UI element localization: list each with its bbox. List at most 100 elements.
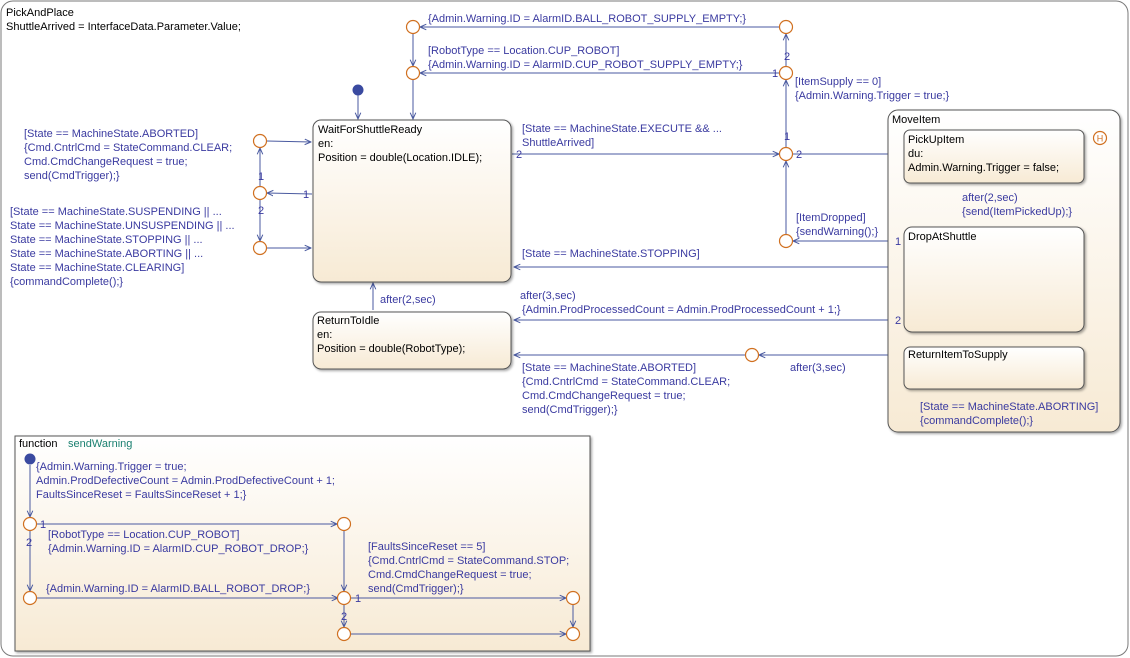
order-number: 1 xyxy=(772,68,778,80)
label-exec-cond-1: [State == MachineState.EXECUTE && ... xyxy=(522,123,722,135)
order-number: 1 xyxy=(895,236,901,248)
wait-state-line1: en: xyxy=(318,138,333,150)
fn-label-faults-act2: Cmd.CmdChangeRequest = true; xyxy=(368,569,532,581)
label-aborted2-act2: Cmd.CmdChangeRequest = true; xyxy=(522,390,686,402)
label-aborted2-cond: [State == MachineState.ABORTED] xyxy=(522,362,696,374)
function-send-warning-box[interactable] xyxy=(14,435,591,652)
label-picked-act: {send(ItemPickedUp);} xyxy=(962,206,1072,218)
junction-icon[interactable] xyxy=(252,185,268,201)
transition-aborted-wait[interactable] xyxy=(266,141,311,142)
wait-state-line2: Position = double(Location.IDLE); xyxy=(318,152,482,164)
junction-icon[interactable] xyxy=(778,19,794,35)
junction-icon[interactable] xyxy=(336,590,352,606)
label-susp-6: {commandComplete();} xyxy=(10,276,123,288)
fn-label-cup-act: {Admin.Warning.ID = AlarmID.CUP_ROBOT_DR… xyxy=(48,543,309,555)
junction-icon[interactable] xyxy=(336,626,352,642)
wait-state-name: WaitForShuttleReady xyxy=(318,124,423,136)
order-number: 1 xyxy=(40,519,46,531)
state-drop-at-shuttle[interactable] xyxy=(903,226,1085,333)
label-after-3-prod: after(3,sec) xyxy=(520,290,576,302)
return-supply-name: ReturnItemToSupply xyxy=(908,349,1008,361)
transition-wait-left[interactable] xyxy=(267,193,313,194)
order-number: 2 xyxy=(796,149,802,161)
move-item-name: MoveItem xyxy=(892,114,940,126)
junction-icon[interactable] xyxy=(22,516,38,532)
label-dropped-cond: [ItemDropped] xyxy=(796,212,866,224)
fn-label-faults-act3: send(CmdTrigger);} xyxy=(368,583,464,595)
history-junction-icon[interactable] xyxy=(1092,130,1108,146)
label-exec-cond-2: ShuttleArrived] xyxy=(522,137,594,149)
order-number: 2 xyxy=(516,149,522,161)
order-number: 1 xyxy=(784,131,790,143)
label-prod-count: {Admin.ProdProcessedCount = Admin.ProdPr… xyxy=(522,304,841,316)
junction-icon[interactable] xyxy=(336,516,352,532)
label-aborting-act: {commandComplete();} xyxy=(920,415,1033,427)
junction-icon[interactable] xyxy=(778,233,794,249)
junction-icon[interactable] xyxy=(405,19,421,35)
pick-up-name: PickUpItem xyxy=(908,134,964,146)
transitions xyxy=(260,27,950,430)
label-aborted2-act3: send(CmdTrigger);} xyxy=(522,404,618,416)
return-idle-name: ReturnToIdle xyxy=(317,315,379,327)
order-number: 1 xyxy=(355,593,361,605)
label-cup-cond: [RobotType == Location.CUP_ROBOT] xyxy=(428,45,619,57)
label-aborted-act2: Cmd.CmdChangeRequest = true; xyxy=(24,156,188,168)
return-idle-line2: Position = double(RobotType); xyxy=(317,343,465,355)
fn-label-faults-cond: [FaultsSinceReset == 5] xyxy=(368,541,485,553)
fn-junctions xyxy=(22,516,581,642)
order-number: 2 xyxy=(26,537,32,549)
state-return-item-to-supply[interactable] xyxy=(903,346,1085,390)
order-number: 2 xyxy=(784,51,790,63)
function-keyword: function xyxy=(19,438,58,450)
history-mark: H xyxy=(1097,134,1104,144)
drop-name: DropAtShuttle xyxy=(908,231,976,243)
label-aborted2-act1: {Cmd.CntrlCmd = StateCommand.CLEAR; xyxy=(522,376,730,388)
label-dropped-act: {sendWarning();} xyxy=(796,226,878,238)
junction-icon[interactable] xyxy=(565,626,581,642)
state-wait-for-shuttle-ready[interactable] xyxy=(312,119,512,283)
order-number: 2 xyxy=(258,205,264,217)
fn-label-entry-1: {Admin.Warning.Trigger = true; xyxy=(36,461,187,473)
state-pick-up-item[interactable] xyxy=(903,129,1085,184)
label-after-3-supply: after(3,sec) xyxy=(790,362,846,374)
label-supply-cond: [ItemSupply == 0] xyxy=(795,76,881,88)
chart-title: PickAndPlace xyxy=(6,7,74,19)
label-aborted-cond: [State == MachineState.ABORTED] xyxy=(24,128,198,140)
label-cup-empty: {Admin.Warning.ID = AlarmID.CUP_ROBOT_SU… xyxy=(428,59,743,71)
fn-default-dot-icon xyxy=(24,453,36,465)
function-name: sendWarning xyxy=(68,438,132,450)
label-susp-3: State == MachineState.STOPPING || ... xyxy=(10,234,203,246)
fn-label-entry-3: FaultsSinceReset = FaultsSinceReset + 1;… xyxy=(36,489,247,501)
label-susp-1: [State == MachineState.SUSPENDING || ... xyxy=(10,206,222,218)
chart-entry-action: ShuttleArrived = InterfaceData.Parameter… xyxy=(6,21,241,33)
state-return-to-idle[interactable] xyxy=(312,311,512,370)
label-after-2-pick: after(2,sec) xyxy=(962,192,1018,204)
junction-icon[interactable] xyxy=(778,65,794,81)
junction-icon[interactable] xyxy=(22,590,38,606)
junction-icon[interactable] xyxy=(252,133,268,149)
label-susp-4: State == MachineState.ABORTING || ... xyxy=(10,248,203,260)
junction-icon[interactable] xyxy=(252,240,268,256)
order-number: 2 xyxy=(895,315,901,327)
junction-icon[interactable] xyxy=(565,590,581,606)
label-aborted-act1: {Cmd.CntrlCmd = StateCommand.CLEAR; xyxy=(24,142,232,154)
pick-up-line2: Admin.Warning.Trigger = false; xyxy=(908,162,1059,174)
label-aborted-act3: send(CmdTrigger);} xyxy=(24,170,120,182)
label-susp-2: State == MachineState.UNSUSPENDING || ..… xyxy=(10,220,235,232)
fn-label-faults-act1: {Cmd.CntrlCmd = StateCommand.STOP; xyxy=(368,555,569,567)
junction-icon[interactable] xyxy=(405,65,421,81)
junction-icon[interactable] xyxy=(778,146,794,162)
junctions xyxy=(252,19,794,363)
order-number: 1 xyxy=(303,189,309,201)
pick-up-line1: du: xyxy=(908,148,923,160)
junction-icon[interactable] xyxy=(744,347,760,363)
fn-label-entry-2: Admin.ProdDefectiveCount = Admin.ProdDef… xyxy=(36,475,335,487)
return-idle-line1: en: xyxy=(317,329,332,341)
default-transition-dot-icon xyxy=(352,84,364,96)
label-ball-empty: {Admin.Warning.ID = AlarmID.BALL_ROBOT_S… xyxy=(428,13,746,25)
label-after-2-idle: after(2,sec) xyxy=(380,294,436,306)
order-number: 1 xyxy=(258,171,264,183)
label-susp-5: State == MachineState.CLEARING] xyxy=(10,262,184,274)
label-aborting-cond: [State == MachineState.ABORTING] xyxy=(920,401,1098,413)
